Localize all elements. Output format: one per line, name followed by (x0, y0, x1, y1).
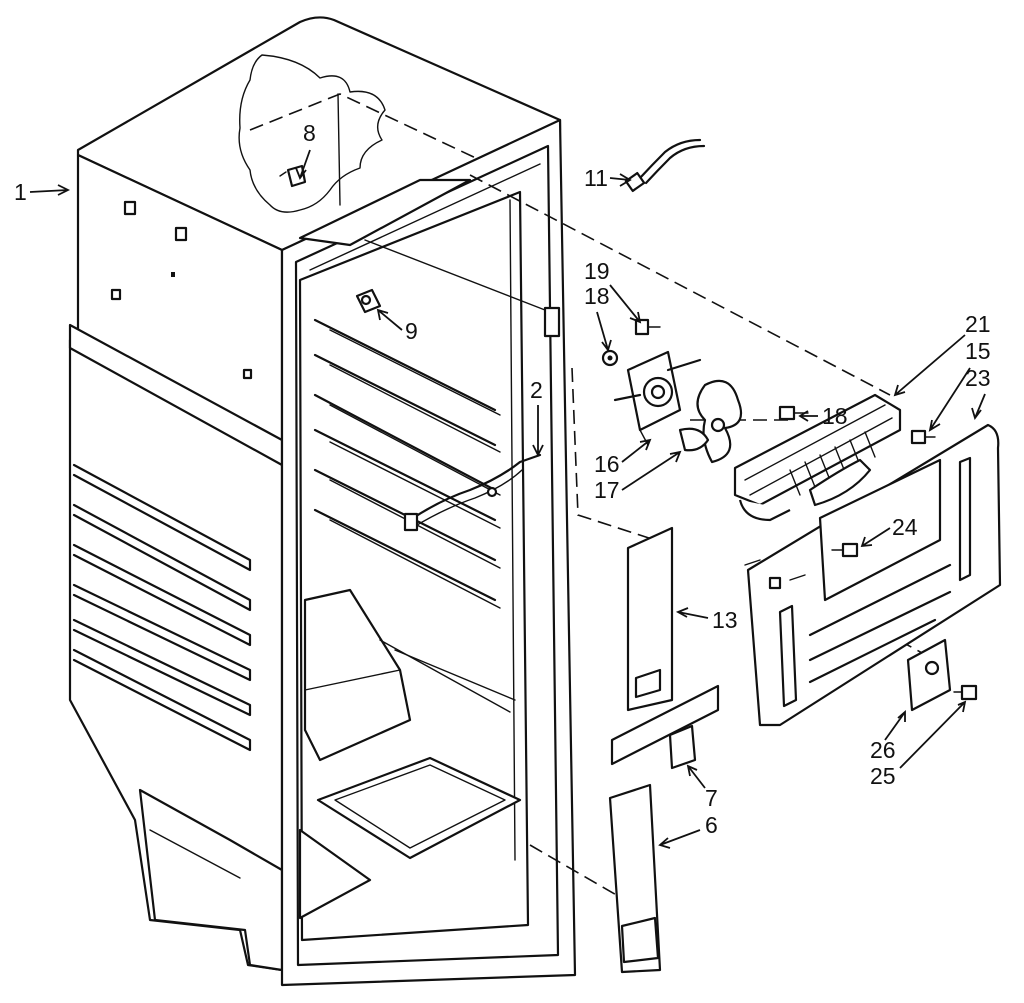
screw-25b-drawing (953, 684, 978, 701)
screw-21-drawing (634, 318, 661, 336)
label-2: 2 (530, 377, 543, 403)
label-19: 18 (584, 283, 610, 309)
label-6: 6 (705, 812, 718, 838)
cabinet-drawing (68, 16, 577, 987)
screw-15-drawing (910, 429, 936, 445)
cover-plate-26-drawing (906, 638, 952, 712)
harness-2-drawing (403, 453, 542, 532)
label-7: 7 (705, 785, 718, 811)
label-9: 9 (405, 318, 418, 344)
fan-blade-17-drawing (678, 379, 743, 464)
fan-shroud-23-drawing (733, 393, 902, 522)
evaporator-cover-24-drawing (744, 423, 1002, 727)
label-8: 8 (303, 120, 316, 146)
label-13: 13 (712, 607, 738, 633)
label-23: 21 (965, 311, 991, 337)
label-11: 11 (584, 165, 608, 191)
label-15: 15 (965, 338, 991, 364)
label-21: 19 (584, 258, 610, 284)
label-25-lower: 25 (870, 763, 896, 789)
callout-labels: 1 8 9 2 11 19 18 16 17 18 21 15 23 13 24… (14, 120, 991, 849)
clip-9-drawing (355, 288, 382, 314)
label-26: 26 (870, 737, 896, 763)
lead-11-drawing (624, 138, 706, 193)
label-17: 17 (594, 477, 620, 503)
label-16: 16 (594, 451, 620, 477)
bracket-7-drawing (610, 684, 720, 770)
clip-8-drawing (279, 164, 307, 188)
duct-panel-13-drawing (626, 526, 674, 712)
label-1: 1 (14, 179, 27, 205)
lower-panel-6-drawing (608, 783, 662, 974)
label-25-upper: 24 (892, 514, 918, 540)
label-24: 23 (965, 365, 991, 391)
label-18: 18 (822, 403, 848, 429)
screw-18-drawing (778, 405, 809, 421)
screw-25a-drawing (831, 542, 859, 558)
grommet-19-drawing (601, 349, 619, 367)
fan-motor-16-drawing (613, 350, 702, 446)
